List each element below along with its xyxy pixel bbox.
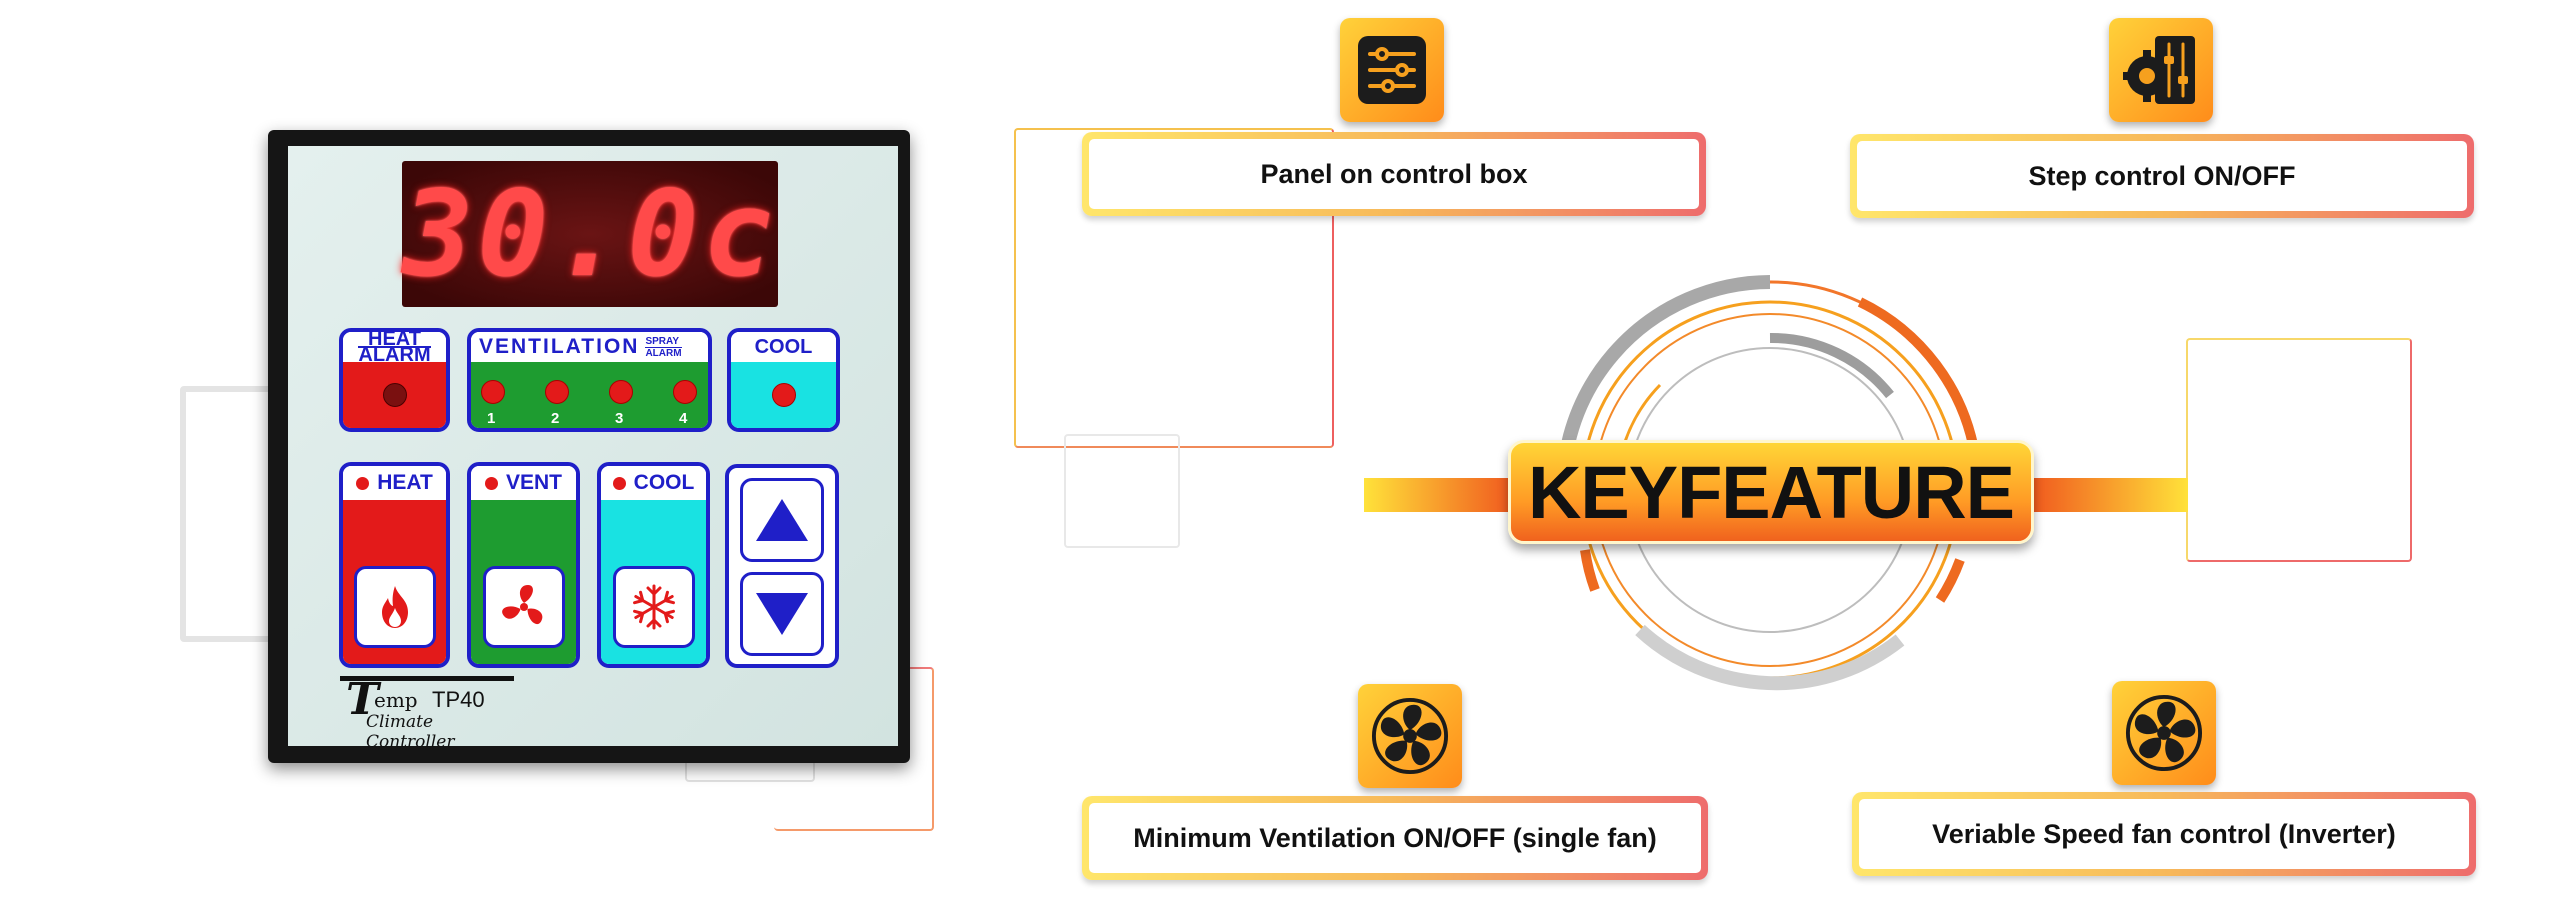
model-label: TP40 [432,687,485,712]
temperature-readout: 30.0c [402,165,778,303]
deco-outline-right [2186,338,2412,562]
logo-emp: emp [374,688,418,712]
keyfeature-right-bar [2030,478,2188,512]
gear-sliders-icon [2123,36,2195,104]
deco-outline-panel-card [1014,128,1334,448]
temperature-display: 30.0c [402,161,778,307]
cool-button[interactable] [612,566,695,648]
down-button[interactable] [740,572,824,656]
cool-led [771,383,796,407]
cool-mode-led [612,476,626,490]
feature-icon-step [2109,18,2213,122]
cool-indicator-label: COOL [754,335,813,358]
feature-card-step: Step control ON/OFF [1850,134,2474,218]
ventilation-label: VENTILATION [479,335,640,358]
heat-alarm-label-top: HEAT [368,328,421,350]
heat-alarm-led [382,383,407,407]
heat-mode-led [356,476,370,490]
brand-subtitle: Climate Controller [366,712,455,752]
feature-label-inverter: Veriable Speed fan control (Inverter) [1859,799,2469,869]
vent-stage-4-label: 4 [679,410,688,427]
heat-button[interactable] [353,566,436,648]
feature-card-panel: Panel on control box [1082,132,1706,216]
sliders-icon [1358,36,1426,104]
brand-logo: T emp TP40 Climate Controller [340,674,520,752]
up-button[interactable] [740,478,824,562]
triangle-up-icon [756,499,808,541]
vent-mode-panel: VENT [467,462,580,668]
feature-label-step: Step control ON/OFF [1857,141,2467,211]
vent-stage-1-label: 1 [487,410,496,427]
heat-alarm-label-bottom: ALARM [358,343,431,366]
keyfeature-title: KEYFEATURE [1527,450,2015,534]
keyfeature-left-bar [1364,478,1514,512]
feature-label-min-vent: Minimum Ventilation ON/OFF (single fan) [1089,803,1701,873]
flame-icon [381,586,408,628]
vent-stage-1-led [481,380,505,404]
cool-indicator: COOL [727,328,840,432]
feature-icon-panel [1340,18,1444,122]
spray-alarm-label: ALARM [645,346,682,359]
triangle-down-icon [756,593,808,635]
snowflake-icon [632,584,675,630]
deco-outline-bottom [685,752,815,782]
feature-label-panel: Panel on control box [1089,139,1699,209]
feature-icon-inverter [2112,681,2216,785]
feature-card-min-vent: Minimum Ventilation ON/OFF (single fan) [1082,796,1708,880]
heat-mode-label: HEAT [377,471,433,494]
vent-stage-2-label: 2 [551,410,560,427]
heat-mode-panel: HEAT [339,462,450,668]
vent-button[interactable] [482,566,565,648]
logo-t: T [346,674,379,725]
arrow-keypad [725,464,839,668]
fan-icon [501,585,542,625]
vent-stage-4-led [673,380,697,404]
vent-mode-label: VENT [505,471,562,494]
heat-alarm-indicator: HEAT ALARM [339,328,450,432]
keyfeature-banner: KEYFEATURE [1508,440,2034,544]
fan-icon [2125,694,2203,772]
cool-mode-label: COOL [633,471,695,494]
vent-stage-3-led [609,380,633,404]
vent-stage-3-label: 3 [615,410,624,427]
spray-label: SPRAY [645,335,679,347]
fan-icon [1371,697,1449,775]
vent-mode-led [484,476,498,490]
deco-outline-square [1064,434,1180,548]
feature-card-inverter: Veriable Speed fan control (Inverter) [1852,792,2476,876]
ventilation-indicator: VENTILATION SPRAY ALARM 1 2 3 4 [467,328,712,432]
vent-stage-2-led [545,380,569,404]
feature-icon-min-vent [1358,684,1462,788]
cool-mode-panel: COOL [597,462,710,668]
